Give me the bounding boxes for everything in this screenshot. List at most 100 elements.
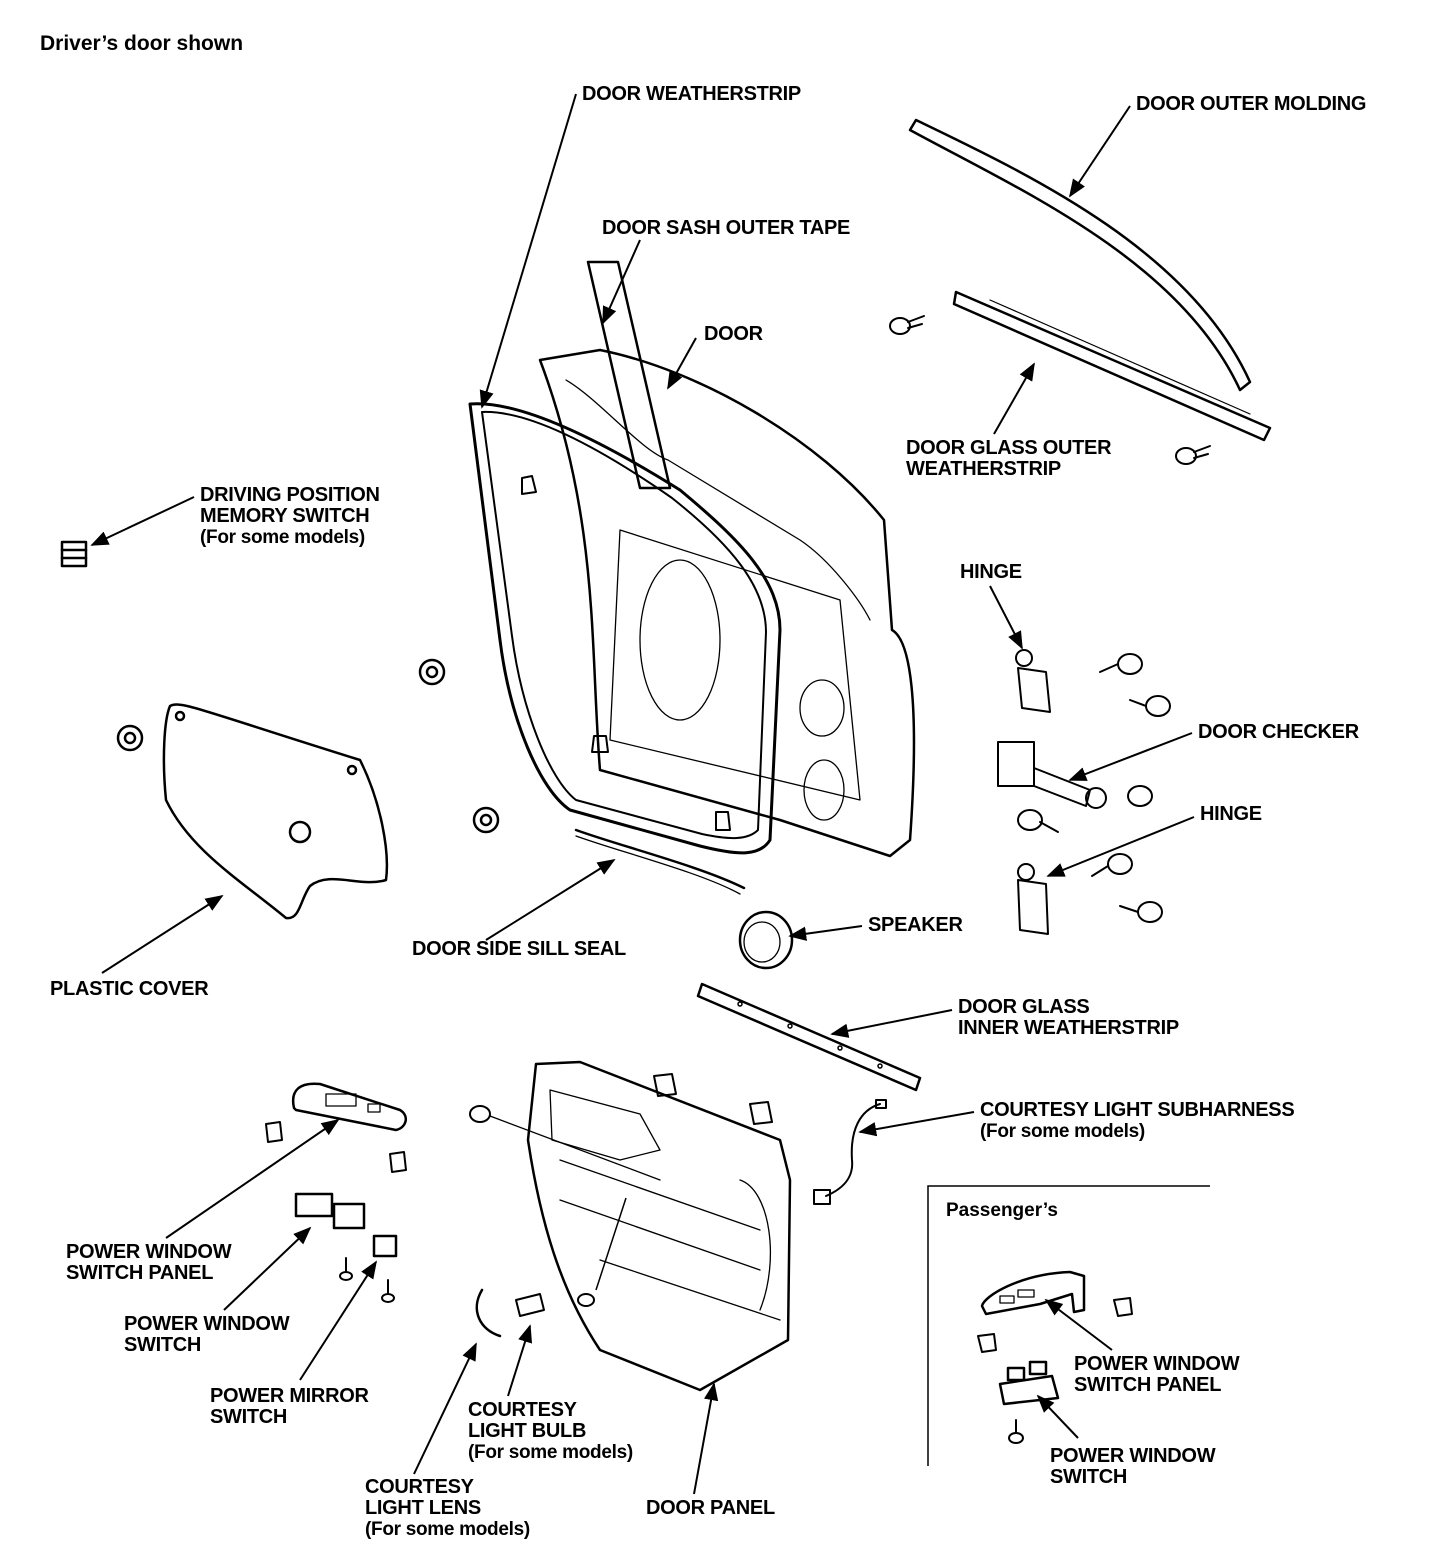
label-note: (For some models) (365, 1519, 530, 1540)
label-line: POWER WINDOW (124, 1313, 290, 1335)
label-line: HINGE (960, 561, 1022, 583)
label-line: SWITCH (210, 1406, 288, 1428)
label-line: DOOR CHECKER (1198, 721, 1359, 743)
label-line: COURTESY (365, 1476, 474, 1498)
label-line: SWITCH PANEL (66, 1262, 214, 1284)
passenger-inset-frame (928, 1186, 1210, 1466)
leader-door-glass-outer-weatherstrip (994, 362, 1035, 434)
label-line: DRIVING POSITION (200, 484, 380, 506)
leader-lines (90, 94, 1194, 1494)
label-line: DOOR PANEL (646, 1497, 775, 1519)
screw-icon (382, 1280, 394, 1302)
label-door-panel: DOOR PANEL (646, 1498, 775, 1519)
screw-icon (1176, 446, 1210, 464)
leader-power-window-switch-panel (166, 1118, 340, 1238)
speaker (740, 912, 792, 968)
label-door-side-sill-seal: DOOR SIDE SILL SEAL (412, 939, 626, 960)
plastic-cover (164, 704, 387, 918)
passenger-power-window-switch-panel (982, 1272, 1084, 1314)
leader-courtesy-light-lens (414, 1342, 476, 1474)
label-passenger-power-window-switch-panel: POWER WINDOW SWITCH PANEL (1074, 1353, 1240, 1396)
leader-memory-switch (90, 497, 194, 545)
screw-icon (890, 316, 924, 334)
label-line: POWER WINDOW (1050, 1445, 1216, 1467)
label-line: DOOR GLASS OUTER (906, 437, 1112, 459)
label-courtesy-light-lens: COURTESY LIGHT LENS (For some models) (365, 1476, 530, 1541)
grommet-icon (420, 660, 444, 684)
grommet-icon (118, 726, 142, 750)
leader-passenger-switch-panel (1044, 1298, 1112, 1350)
label-door-weatherstrip: DOOR WEATHERSTRIP (582, 84, 801, 105)
door-side-sill-seal (576, 830, 744, 894)
power-window-switch (296, 1194, 364, 1228)
label-line: COURTESY (468, 1399, 577, 1421)
label-courtesy-light-bulb: COURTESY LIGHT BULB (For some models) (468, 1399, 633, 1464)
label-speaker: SPEAKER (868, 915, 963, 936)
label-line: DOOR WEATHERSTRIP (582, 83, 801, 105)
screw-icon (1009, 1420, 1023, 1443)
label-door-checker: DOOR CHECKER (1198, 722, 1359, 743)
leader-door-glass-inner-weatherstrip (830, 1010, 952, 1038)
label-line: DOOR SIDE SILL SEAL (412, 938, 626, 960)
door-panel (528, 1062, 790, 1390)
door-checker (998, 742, 1106, 808)
bolt-icon (1130, 696, 1170, 716)
clip-icon (654, 1074, 676, 1096)
leader-door-weatherstrip (479, 94, 576, 409)
label-line: WEATHERSTRIP (906, 458, 1061, 480)
label-line: LIGHT BULB (468, 1420, 587, 1442)
label-note: (For some models) (200, 527, 365, 548)
label-power-mirror-switch: POWER MIRROR SWITCH (210, 1386, 369, 1428)
label-door-outer-molding: DOOR OUTER MOLDING (1136, 94, 1366, 115)
bolt-icon (1128, 786, 1152, 806)
courtesy-light-subharness (814, 1100, 886, 1204)
leader-courtesy-light-bulb (508, 1324, 533, 1396)
label-note: (For some models) (468, 1442, 633, 1463)
label-line: MEMORY SWITCH (200, 505, 370, 527)
passenger-inset-title: Passenger’s (946, 1200, 1058, 1221)
screw-icon (340, 1258, 352, 1280)
label-line: COURTESY LIGHT SUBHARNESS (980, 1099, 1295, 1121)
label-line: SWITCH (1050, 1466, 1128, 1488)
bolt-icon (1100, 654, 1142, 674)
leader-hinge-lower (1046, 817, 1194, 876)
grommet-icon (474, 808, 498, 832)
label-door: DOOR (704, 324, 763, 345)
door-shell (540, 350, 914, 856)
label-hinge-lower: HINGE (1200, 804, 1262, 825)
clip-icon (592, 736, 608, 752)
label-line: DOOR (704, 323, 763, 345)
label-door-glass-inner-weatherstrip: DOOR GLASS INNER WEATHERSTRIP (958, 997, 1179, 1039)
door-glass-inner-weatherstrip (698, 984, 920, 1090)
door-outer-molding (910, 120, 1250, 390)
label-note: (For some models) (980, 1121, 1145, 1142)
label-line: SPEAKER (868, 914, 963, 936)
door-glass-outer-weatherstrip (954, 292, 1270, 440)
label-line: POWER WINDOW (1074, 1353, 1240, 1375)
leader-door-checker (1068, 733, 1192, 780)
clip-icon (750, 1102, 772, 1124)
label-hinge-upper: HINGE (960, 562, 1022, 583)
label-line: DOOR OUTER MOLDING (1136, 93, 1367, 115)
label-line: PLASTIC COVER (50, 978, 209, 1000)
screw-icon (470, 1106, 660, 1180)
label-line: POWER WINDOW (66, 1241, 232, 1263)
leader-door-outer-molding (1069, 106, 1130, 198)
leader-plastic-cover (102, 895, 224, 973)
power-window-switch-panel (293, 1084, 406, 1130)
clip-icon (266, 1122, 282, 1142)
label-line: DOOR SASH OUTER TAPE (602, 217, 851, 239)
bolt-icon (1018, 810, 1058, 832)
leader-hinge-upper (990, 586, 1022, 650)
power-mirror-switch (374, 1236, 396, 1256)
label-line: POWER MIRROR (210, 1385, 369, 1407)
passenger-power-window-switch (1000, 1362, 1058, 1404)
clip-icon (978, 1334, 996, 1352)
courtesy-light-lens (477, 1290, 500, 1336)
hinge-lower (1018, 864, 1048, 934)
label-door-glass-outer-weatherstrip: DOOR GLASS OUTER WEATHERSTRIP (906, 437, 1112, 480)
leader-power-window-switch (224, 1226, 312, 1310)
label-courtesy-light-subharness: COURTESY LIGHT SUBHARNESS (For some mode… (980, 1099, 1295, 1143)
leader-power-mirror-switch (300, 1260, 377, 1380)
label-driving-position-memory-switch: DRIVING POSITION MEMORY SWITCH (For some… (200, 484, 380, 549)
